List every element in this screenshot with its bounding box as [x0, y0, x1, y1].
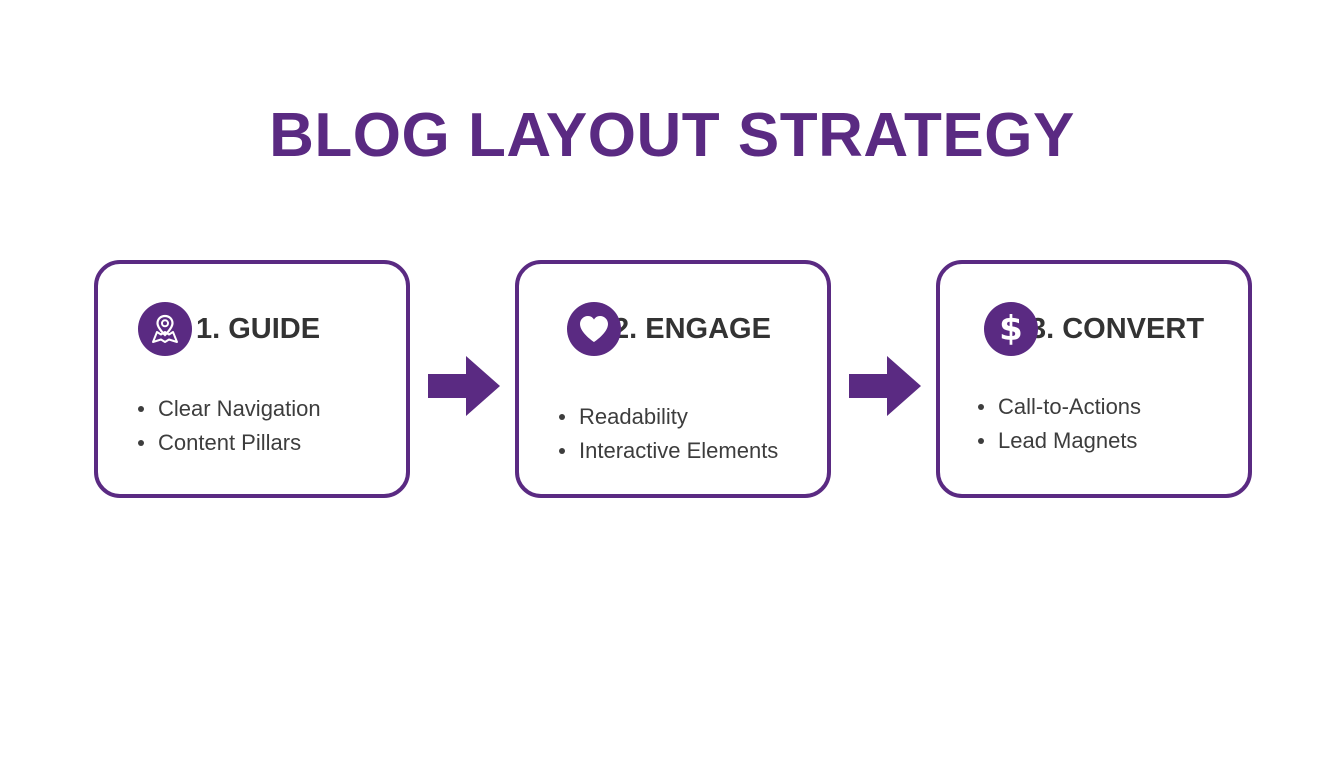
list-item-label: Clear Navigation	[158, 396, 321, 421]
bullet-icon	[138, 440, 144, 446]
step-heading: 1. GUIDE	[196, 312, 321, 345]
arrow-right-icon	[849, 356, 921, 416]
step-card-guide: 1. GUIDE Clear Navigation Content Pillar…	[94, 260, 410, 498]
bullet-icon	[559, 448, 565, 454]
step-heading: 2. ENGAGE	[613, 312, 771, 345]
list-item-label: Content Pillars	[158, 430, 302, 455]
list-item-label: Readability	[579, 404, 688, 429]
list-item: Lead Magnets	[978, 424, 1141, 458]
step-card-engage: 2. ENGAGE Readability Interactive Elemen…	[515, 260, 831, 498]
dollar-icon: $	[984, 302, 1038, 356]
bullet-icon	[978, 438, 984, 444]
step-header: 1. GUIDE	[138, 302, 320, 356]
list-item-label: Interactive Elements	[579, 438, 779, 463]
list-item: Call-to-Actions	[978, 390, 1141, 424]
list-item: Content Pillars	[138, 426, 321, 460]
bullet-list: Call-to-Actions Lead Magnets	[978, 390, 1141, 458]
bullet-icon	[138, 406, 144, 412]
dollar-glyph: $	[999, 309, 1023, 349]
list-item: Interactive Elements	[559, 434, 778, 468]
heart-icon	[567, 302, 621, 356]
step-heading: 3. CONVERT	[1030, 312, 1205, 345]
step-card-convert: $ 3. CONVERT Call-to-Actions Lead Magnet…	[936, 260, 1252, 498]
bullet-icon	[559, 414, 565, 420]
list-item: Readability	[559, 400, 778, 434]
bullet-icon	[978, 404, 984, 410]
page-title: BLOG LAYOUT STRATEGY	[269, 101, 1075, 170]
map-pin-icon	[138, 302, 192, 356]
list-item: Clear Navigation	[138, 392, 321, 426]
arrow-right-icon	[428, 356, 500, 416]
bullet-list: Readability Interactive Elements	[559, 400, 778, 468]
list-item-label: Lead Magnets	[998, 428, 1138, 453]
step-header: 2. ENGAGE	[567, 302, 771, 356]
list-item-label: Call-to-Actions	[998, 394, 1142, 419]
bullet-list: Clear Navigation Content Pillars	[138, 392, 321, 460]
step-header: $ 3. CONVERT	[984, 302, 1204, 356]
